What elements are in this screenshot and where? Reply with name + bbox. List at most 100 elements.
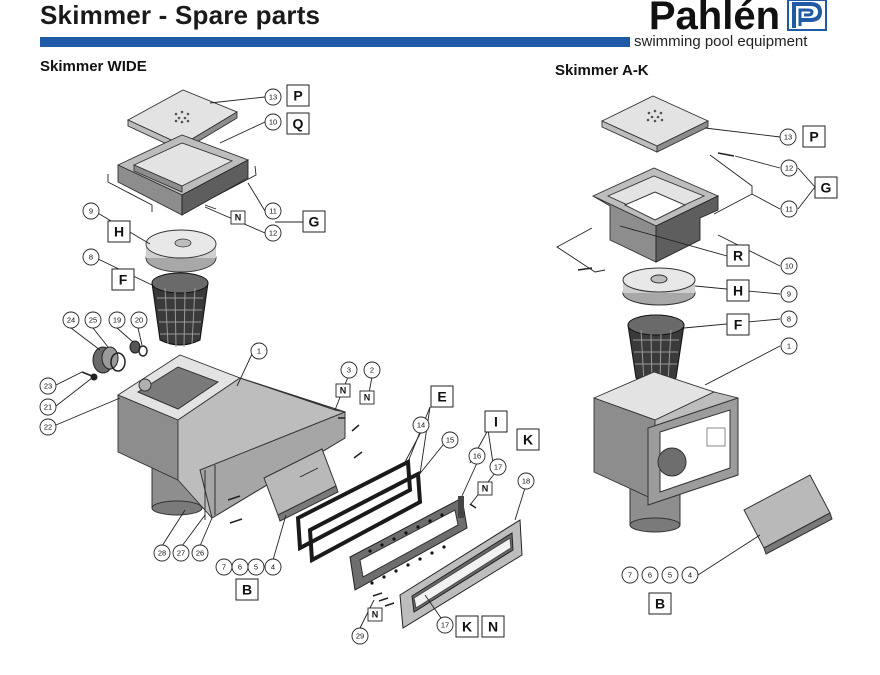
svg-text:Q: Q (293, 116, 304, 132)
wide-side-fittings (81, 340, 148, 381)
wide-basket (151, 272, 209, 348)
callout-17: 17 (489, 458, 507, 476)
callout-16: 16 (468, 447, 486, 465)
svg-text:N: N (340, 386, 347, 396)
ak-letter-box-P: P (802, 125, 826, 148)
callout-17b: 17 (436, 616, 454, 634)
svg-text:19: 19 (113, 316, 121, 325)
wide-gaskets (295, 458, 423, 564)
svg-text:B: B (655, 596, 665, 612)
svg-text:K: K (523, 432, 533, 448)
letter-box-F: F (111, 268, 135, 291)
ak-callout-12: 12 (780, 159, 798, 177)
svg-text:G: G (821, 180, 832, 196)
ak-callout-1: 1 (780, 337, 798, 355)
svg-text:R: R (733, 248, 743, 264)
ak-callout-13: 13 (779, 128, 797, 146)
svg-text:27: 27 (177, 549, 185, 558)
skimmer-ak-diagram: 13 12 11 10 9 8 1 7 6 5 4 P G R H F B (556, 95, 838, 615)
svg-text:N: N (482, 484, 489, 494)
svg-text:10: 10 (269, 118, 277, 127)
callout-10: 10 (264, 113, 282, 131)
callout-14: 14 (412, 416, 430, 434)
callout-2: 2 (363, 361, 381, 379)
svg-text:H: H (114, 224, 124, 240)
callout-27: 27 (172, 544, 190, 562)
callout-23: 23 (39, 377, 57, 395)
ak-collar-frame (591, 167, 720, 263)
svg-text:F: F (119, 272, 128, 288)
wide-flange (349, 496, 468, 591)
letter-box-N: N (230, 210, 246, 225)
svg-text:25: 25 (89, 316, 97, 325)
callout-12: 12 (264, 224, 282, 242)
callout-8: 8 (82, 248, 100, 266)
ak-weir-disc (622, 267, 696, 306)
svg-text:E: E (437, 389, 446, 405)
svg-text:4: 4 (271, 563, 275, 572)
svg-text:6: 6 (648, 571, 652, 580)
ak-callout-11: 11 (780, 200, 798, 218)
skimmer-wide-diagram: 13 10 11 12 9 8 24 25 19 20 1 23 21 22 3… (39, 84, 540, 645)
svg-text:7: 7 (628, 571, 632, 580)
svg-text:4: 4 (688, 571, 692, 580)
svg-text:13: 13 (269, 93, 277, 102)
svg-text:28: 28 (158, 549, 166, 558)
svg-text:24: 24 (67, 316, 75, 325)
wide-face-plate (399, 519, 523, 629)
callout-22: 22 (39, 418, 57, 436)
callout-21: 21 (39, 398, 57, 416)
callout-1: 1 (250, 342, 268, 360)
svg-text:16: 16 (473, 452, 481, 461)
svg-text:12: 12 (269, 229, 277, 238)
letter-box-E: E (430, 385, 454, 408)
wide-weir-disc (145, 229, 217, 273)
svg-text:N: N (235, 213, 242, 223)
letter-box-I: I (484, 410, 508, 433)
brand-tagline: swimming pool equipment (634, 33, 808, 50)
ak-leader-lines (619, 127, 816, 576)
ak-basket (627, 314, 685, 387)
svg-text:15: 15 (446, 436, 454, 445)
letter-box-B: B (235, 578, 259, 601)
callout-28: 28 (153, 544, 171, 562)
svg-text:5: 5 (254, 563, 258, 572)
svg-text:7: 7 (222, 563, 226, 572)
ak-letter-box-F: F (726, 313, 750, 336)
brand-name: Pahlén (648, 0, 780, 38)
svg-text:2: 2 (370, 366, 374, 375)
svg-text:29: 29 (356, 632, 364, 641)
letter-box-H: H (107, 220, 131, 243)
svg-text:13: 13 (784, 133, 792, 142)
letter-box-N: N (359, 390, 375, 405)
ak-callout-9: 9 (780, 285, 798, 303)
letter-box-N: N (367, 607, 383, 622)
callout-29: 29 (351, 627, 369, 645)
svg-text:9: 9 (787, 290, 791, 299)
svg-text:17: 17 (494, 463, 502, 472)
ak-callout-5: 5 (661, 566, 679, 584)
svg-text:P: P (293, 88, 302, 104)
wide-weir-flap (263, 448, 339, 522)
wide-flange-screws (372, 503, 477, 607)
callout-9: 9 (82, 202, 100, 220)
title-underline-bar (40, 37, 630, 47)
callout-6: 6 (231, 558, 249, 576)
ak-callout-8: 8 (780, 310, 798, 328)
letter-box-K: K (516, 428, 540, 451)
letter-box-N: N (477, 481, 493, 496)
ak-callout-6: 6 (641, 566, 659, 584)
svg-text:F: F (734, 317, 743, 333)
svg-text:B: B (242, 582, 252, 598)
callout-4: 4 (264, 558, 282, 576)
callout-5: 5 (247, 558, 265, 576)
svg-text:10: 10 (785, 262, 793, 271)
section-title-wide: Skimmer WIDE (40, 58, 147, 75)
callout-13: 13 (264, 88, 282, 106)
page-title: Skimmer - Spare parts (40, 0, 321, 30)
svg-text:N: N (364, 393, 371, 403)
svg-text:14: 14 (417, 421, 425, 430)
ak-letter-box-B: B (648, 592, 672, 615)
